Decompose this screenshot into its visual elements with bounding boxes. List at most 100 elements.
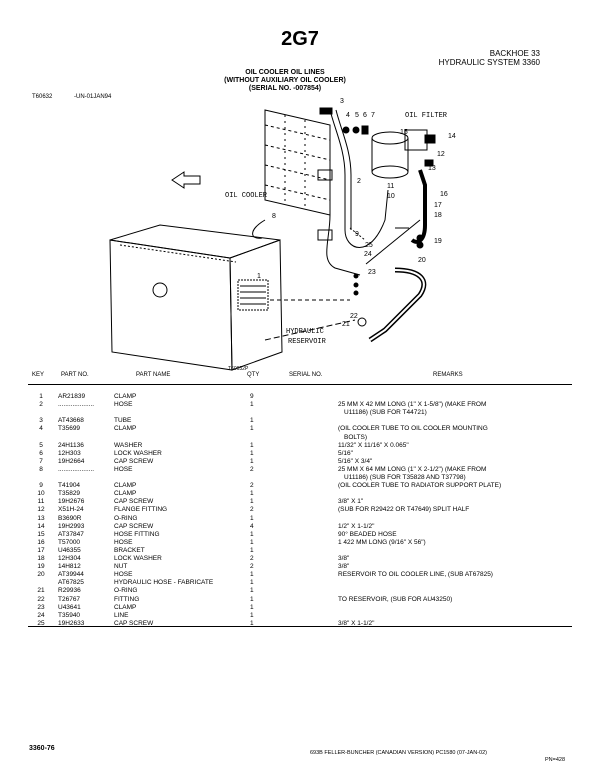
row-key: 19 bbox=[37, 563, 45, 571]
row-key: 13 bbox=[37, 514, 45, 522]
row-remarks: 25 MM X 64 MM LONG (1" X 2-1/2") (MAKE F… bbox=[338, 465, 487, 473]
row-qty: 1 bbox=[250, 611, 254, 619]
row-qty: 1 bbox=[250, 571, 254, 579]
row-part-no: AT37847 bbox=[58, 530, 84, 538]
row-key: 18 bbox=[37, 555, 45, 562]
callout-number: 22 bbox=[350, 313, 358, 320]
row-part-name: TUBE bbox=[114, 417, 132, 425]
row-part-name: CAP SCREW bbox=[114, 457, 154, 465]
catalog-line: 693B FELLER-BUNCHER (CANADIAN VERSION) P… bbox=[310, 750, 487, 756]
caption-line-3: (SERIAL NO. -007854) bbox=[248, 85, 322, 92]
page-number: 3360-76 bbox=[29, 745, 55, 752]
callout-number: 25 bbox=[365, 242, 373, 249]
row-qty: 1 bbox=[250, 425, 254, 433]
group-line: BACKHOE 33 bbox=[489, 49, 540, 58]
col-part-no: PART NO. bbox=[61, 372, 89, 378]
row-part-name: HOSE bbox=[114, 538, 133, 546]
row-key: 12 bbox=[37, 506, 45, 514]
row-part-name: CAP SCREW bbox=[114, 619, 154, 627]
row-part-no: 12H304 bbox=[58, 555, 81, 562]
row-key: 10 bbox=[37, 490, 45, 498]
row-remarks: RESERVOIR TO OIL COOLER LINE, (SUB AT678… bbox=[338, 571, 493, 579]
row-part-no: 19H2993 bbox=[58, 522, 85, 530]
row-qty: 1 bbox=[250, 538, 254, 546]
row-qty: 4 bbox=[250, 522, 254, 530]
row-key: 25 bbox=[37, 619, 45, 627]
row-qty: 2 bbox=[250, 563, 254, 571]
callout-number: 15 bbox=[400, 129, 408, 136]
row-part-name: CLAMP bbox=[114, 603, 137, 611]
figure-id: T60632 bbox=[32, 94, 53, 100]
row-key: 21 bbox=[37, 587, 45, 595]
row-part-name: O-RING bbox=[114, 587, 138, 595]
col-part-name: PART NAME bbox=[136, 372, 171, 378]
caption-line-2: (WITHOUT AUXILIARY OIL COOLER) bbox=[224, 77, 346, 84]
row-part-name: WASHER bbox=[114, 441, 143, 449]
row-qty: 2 bbox=[250, 506, 254, 514]
row-qty: 1 bbox=[250, 401, 254, 409]
row-part-name: HOSE FITTING bbox=[114, 530, 160, 538]
row-qty: 2 bbox=[250, 465, 254, 473]
row-remarks: U11186) (SUB FOR T35828 AND T37798) bbox=[344, 474, 466, 481]
row-key: 24 bbox=[37, 611, 45, 619]
row-qty: 1 bbox=[250, 546, 254, 554]
figure-caption: OIL COOLER OIL LINES (WITHOUT AUXILIARY … bbox=[200, 69, 370, 93]
row-part-name: HOSE bbox=[114, 571, 133, 579]
table-row: BOLTS) bbox=[0, 434, 600, 442]
row-key: 11 bbox=[37, 498, 45, 506]
tank-port-plate-drawing bbox=[237, 279, 269, 311]
row-part-name: CLAMP bbox=[114, 482, 137, 490]
reservoir-tank-drawing bbox=[109, 224, 283, 371]
row-part-name: CAP SCREW bbox=[114, 498, 154, 506]
row-key: 6 bbox=[39, 449, 43, 457]
row-part-no: AT39944 bbox=[58, 571, 84, 579]
callout-number: 8 bbox=[272, 213, 276, 220]
row-part-name: LOCK WASHER bbox=[114, 555, 162, 562]
oil-filter-label: OIL FILTER bbox=[405, 112, 448, 120]
callout-number: 5 bbox=[355, 112, 359, 119]
row-part-no: U43641 bbox=[58, 603, 81, 611]
callout-number: 3 bbox=[340, 98, 344, 105]
row-part-name: FLANGE FITTING bbox=[114, 506, 168, 514]
callout-number: 20 bbox=[418, 257, 426, 264]
row-remarks: 5/16" X 3/4" bbox=[338, 457, 373, 465]
row-key: 15 bbox=[37, 530, 45, 538]
row-remarks: (OIL COOLER TUBE TO OIL COOLER MOUNTING bbox=[338, 425, 488, 433]
table-bottom-rule bbox=[28, 626, 572, 627]
row-part-name: FITTING bbox=[114, 595, 140, 603]
row-remarks: 3/8" X 1" bbox=[338, 498, 364, 506]
row-part-no: U46355 bbox=[58, 546, 81, 554]
row-part-no: B3690R bbox=[58, 514, 82, 522]
row-part-name: CLAMP bbox=[114, 393, 137, 400]
callout-number: 12 bbox=[437, 151, 445, 158]
row-qty: 1 bbox=[250, 579, 254, 587]
row-part-no: AR21839 bbox=[58, 393, 86, 400]
row-part-no: 19H2633 bbox=[58, 619, 85, 627]
row-remarks: U11186) (SUB FOR T44721) bbox=[344, 409, 427, 417]
tank-cap-drawing bbox=[152, 282, 168, 298]
row-qty: 1 bbox=[250, 514, 254, 522]
callout-number: 19 bbox=[434, 238, 442, 245]
row-part-no: T41904 bbox=[58, 482, 81, 490]
row-key: 14 bbox=[37, 522, 45, 530]
table-row: U11186) (SUB FOR T44721) bbox=[0, 409, 600, 417]
row-key: 9 bbox=[39, 482, 43, 490]
row-part-no: T35829 bbox=[58, 490, 81, 498]
callout-number: 14 bbox=[448, 133, 456, 140]
figure-small-id: T60632P bbox=[228, 366, 249, 372]
row-remarks: BOLTS) bbox=[344, 433, 367, 441]
row-key: 22 bbox=[37, 595, 45, 603]
callout-number: 2 bbox=[357, 178, 361, 185]
callout-number: 4 bbox=[346, 112, 350, 119]
